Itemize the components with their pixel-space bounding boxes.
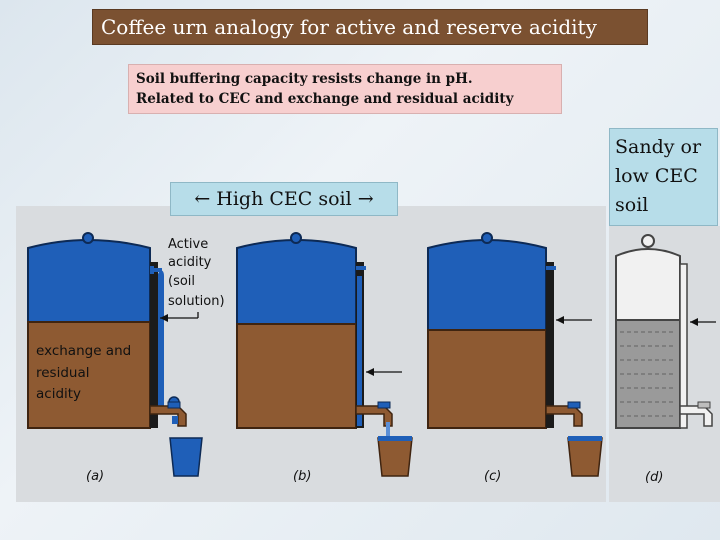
sandy-soil-line1: Sandy or [615, 136, 702, 158]
urn-c [427, 232, 603, 477]
panel-label-b: (b) [293, 469, 311, 484]
sandy-soil-line2: low CEC [615, 165, 698, 187]
panel-label-d: (d) [645, 470, 663, 485]
buffering-note-line2: Related to CEC and exchange and residual… [136, 91, 514, 107]
left-arrow-icon: ← [194, 188, 211, 210]
buffering-note-line1: Soil buffering capacity resists change i… [136, 71, 473, 87]
urn-b [236, 232, 413, 477]
reserve-acidity-label-3: acidity [36, 386, 81, 402]
sandy-soil-label: Sandy or low CEC soil [609, 128, 718, 226]
reserve-acidity-label-1: exchange and [36, 343, 131, 359]
high-cec-soil-text: High CEC soil [216, 188, 352, 210]
urn-a [27, 232, 203, 477]
panel-label-c: (c) [484, 469, 501, 484]
high-cec-soil-label: ← High CEC soil → [170, 182, 398, 216]
sandy-soil-line3: soil [615, 194, 649, 216]
panel-label-a: (a) [86, 469, 104, 484]
active-acidity-label-4: solution) [168, 294, 225, 309]
reserve-acidity-label-2: residual [36, 365, 90, 381]
urn-d [615, 234, 716, 429]
active-acidity-label-1: Active [168, 237, 208, 252]
right-arrow-icon: → [357, 188, 374, 210]
slide-title: Coffee urn analogy for active and reserv… [92, 9, 648, 45]
active-acidity-label-2: acidity [168, 255, 212, 270]
active-acidity-label-3: (soil [168, 274, 195, 289]
buffering-note: Soil buffering capacity resists change i… [128, 64, 562, 114]
